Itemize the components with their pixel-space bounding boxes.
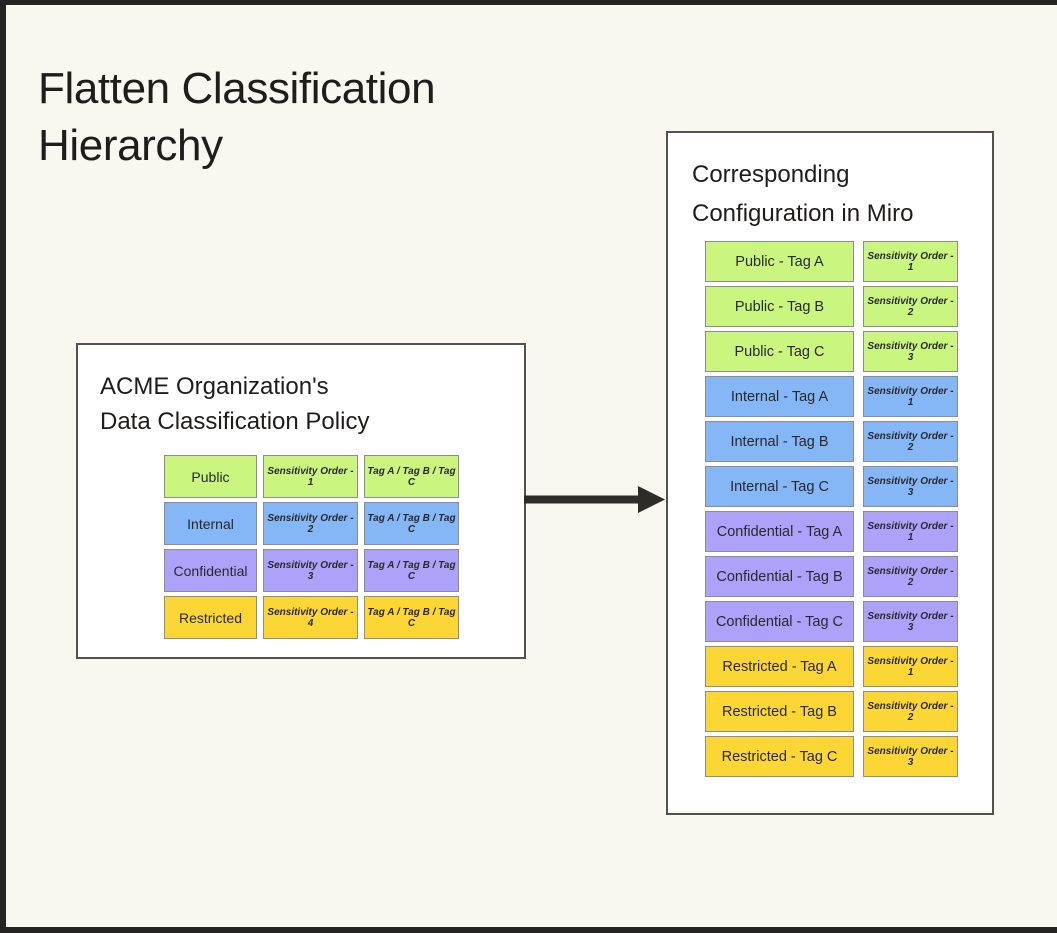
policy-tags-tile-1[interactable]: Tag A / Tag B / Tag C (364, 502, 459, 545)
miro-label-tile-3[interactable]: Internal - Tag A (705, 376, 854, 417)
policy-sensitivity-tile-2[interactable]: Sensitivity Order - 3 (263, 549, 358, 592)
flow-arrow-icon (524, 486, 665, 513)
miro-label-tile-6[interactable]: Confidential - Tag A (705, 511, 854, 552)
miro-label-tile-0[interactable]: Public - Tag A (705, 241, 854, 282)
policy-sensitivity-tile-1[interactable]: Sensitivity Order - 2 (263, 502, 358, 545)
miro-label-tile-9[interactable]: Restricted - Tag A (705, 646, 854, 687)
miro-label-tile-1[interactable]: Public - Tag B (705, 286, 854, 327)
miro-label-tile-5[interactable]: Internal - Tag C (705, 466, 854, 507)
miro-label-tile-4[interactable]: Internal - Tag B (705, 421, 854, 462)
miro-sensitivity-tile-3[interactable]: Sensitivity Order - 1 (863, 376, 958, 417)
miro-label-tile-2[interactable]: Public - Tag C (705, 331, 854, 372)
page-title: Flatten Classification Hierarchy (38, 64, 436, 170)
miro-label-tile-11[interactable]: Restricted - Tag C (705, 736, 854, 777)
miro-label-tile-8[interactable]: Confidential - Tag C (705, 601, 854, 642)
miro-sensitivity-tile-1[interactable]: Sensitivity Order - 2 (863, 286, 958, 327)
miro-sensitivity-tile-10[interactable]: Sensitivity Order - 2 (863, 691, 958, 732)
miro-sensitivity-tile-5[interactable]: Sensitivity Order - 3 (863, 466, 958, 507)
miro-sensitivity-tile-6[interactable]: Sensitivity Order - 1 (863, 511, 958, 552)
policy-level-tile-restricted[interactable]: Restricted (164, 596, 257, 639)
miro-sensitivity-tile-11[interactable]: Sensitivity Order - 3 (863, 736, 958, 777)
miro-sensitivity-tile-2[interactable]: Sensitivity Order - 3 (863, 331, 958, 372)
miro-sensitivity-tile-8[interactable]: Sensitivity Order - 3 (863, 601, 958, 642)
miro-sensitivity-tile-4[interactable]: Sensitivity Order - 2 (863, 421, 958, 462)
policy-sensitivity-tile-0[interactable]: Sensitivity Order - 1 (263, 455, 358, 498)
left-panel-policy: ACME Organization's Data Classification … (76, 343, 526, 659)
policy-sensitivity-tile-3[interactable]: Sensitivity Order - 4 (263, 596, 358, 639)
miro-sensitivity-tile-9[interactable]: Sensitivity Order - 1 (863, 646, 958, 687)
policy-level-tile-internal[interactable]: Internal (164, 502, 257, 545)
policy-tags-tile-2[interactable]: Tag A / Tag B / Tag C (364, 549, 459, 592)
miro-sensitivity-tile-7[interactable]: Sensitivity Order - 2 (863, 556, 958, 597)
miro-label-tile-10[interactable]: Restricted - Tag B (705, 691, 854, 732)
left-panel-title: ACME Organization's Data Classification … (100, 373, 370, 435)
miro-label-tile-7[interactable]: Confidential - Tag B (705, 556, 854, 597)
right-panel-title: Corresponding Configuration in Miro (692, 161, 914, 227)
miro-sensitivity-tile-0[interactable]: Sensitivity Order - 1 (863, 241, 958, 282)
policy-tags-tile-0[interactable]: Tag A / Tag B / Tag C (364, 455, 459, 498)
policy-level-tile-confidential[interactable]: Confidential (164, 549, 257, 592)
policy-tags-tile-3[interactable]: Tag A / Tag B / Tag C (364, 596, 459, 639)
right-panel-miro-config: Corresponding Configuration in Miro Publ… (666, 131, 994, 815)
policy-level-tile-public[interactable]: Public (164, 455, 257, 498)
